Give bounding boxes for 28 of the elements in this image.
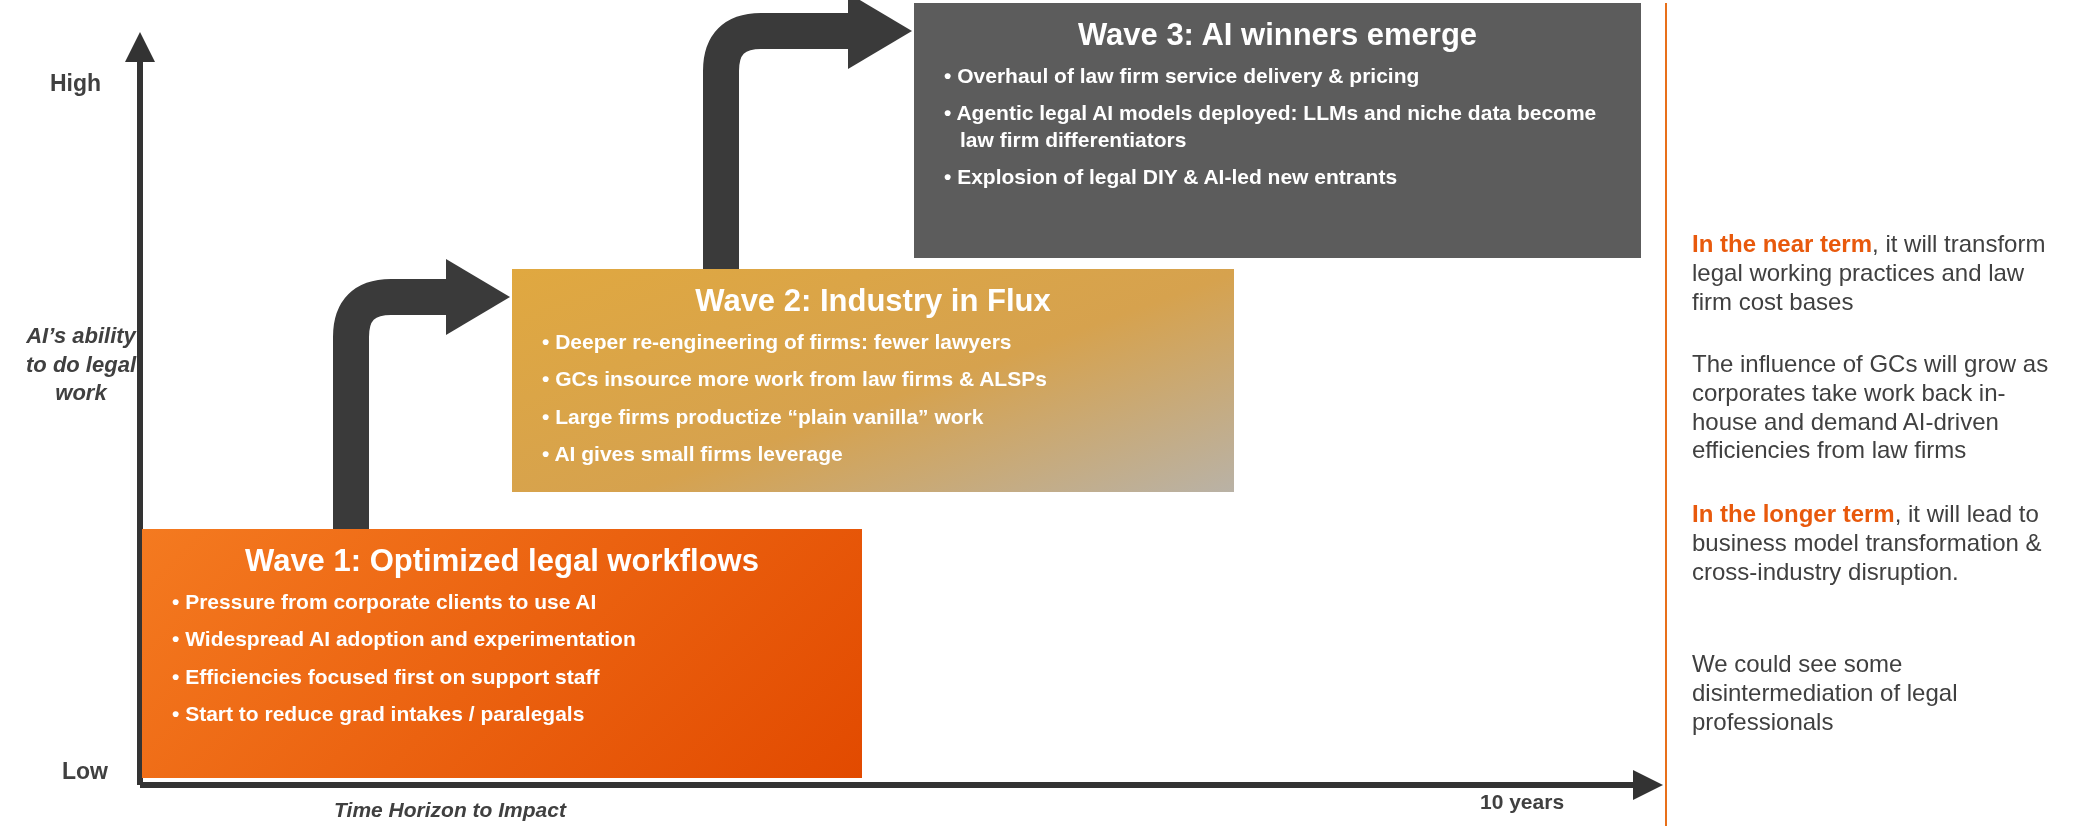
bullet-item: • Explosion of legal DIY & AI-led new entrants (944, 163, 1399, 190)
wave-heading: Wave 2: Industry in Flux (694, 283, 1052, 319)
bullet-item: • Overhaul of law firm service delivery & pricing (944, 63, 1421, 89)
bullet-item: • Large firms productize “plain vanilla” work (542, 403, 985, 430)
wave-heading: Wave 1: Optimized legal workflows (244, 543, 760, 579)
bullet-item: • Widespread AI adoption and experimentation (172, 626, 637, 653)
bullet-item: • AI gives small firms leverage (542, 440, 844, 467)
wave-panel (512, 269, 1234, 492)
bullet-item: • Pressure from corporate clients to use AI (172, 589, 598, 615)
bullet-item: • GCs insource more work from law firms & ALSPs (542, 366, 1048, 393)
axis-label: Low (62, 758, 108, 785)
wave-panel (914, 3, 1641, 258)
step-arrow (703, 0, 912, 269)
note-text: We could see some disintermediation of legal professionals (1692, 650, 1959, 737)
axis-title: AI’s ability to do legal work (25, 322, 138, 408)
wave-panel (142, 529, 862, 778)
bullet-item: • Agentic legal AI models deployed: LLMs and niche data become law firm differentiators (944, 100, 1598, 153)
step-arrow (333, 259, 510, 529)
bullet-item: • Deeper re-engineering of firms: fewer lawyers (542, 329, 1013, 355)
wave-heading: Wave 3: AI winners emerge (1076, 17, 1479, 53)
note-text: The influence of GCs will grow as corporates take work back in-house and demand AI-driven efficiencies from law firms (1692, 350, 2050, 466)
axis-label: High (50, 70, 102, 97)
note-text: In the near term, it will transform legal working practices and law firm cost bases (1692, 230, 2047, 317)
note-text: In the longer term, it will lead to business model transformation & cross-industry disruption. (1692, 500, 2043, 587)
axis-title: Time Horizon to Impact (333, 798, 568, 822)
bullet-item: • Start to reduce grad intakes / paralegals (172, 700, 586, 727)
bullet-item: • Efficiencies focused first on support staff (172, 663, 601, 690)
axis-label: 10 years (1480, 790, 1565, 814)
